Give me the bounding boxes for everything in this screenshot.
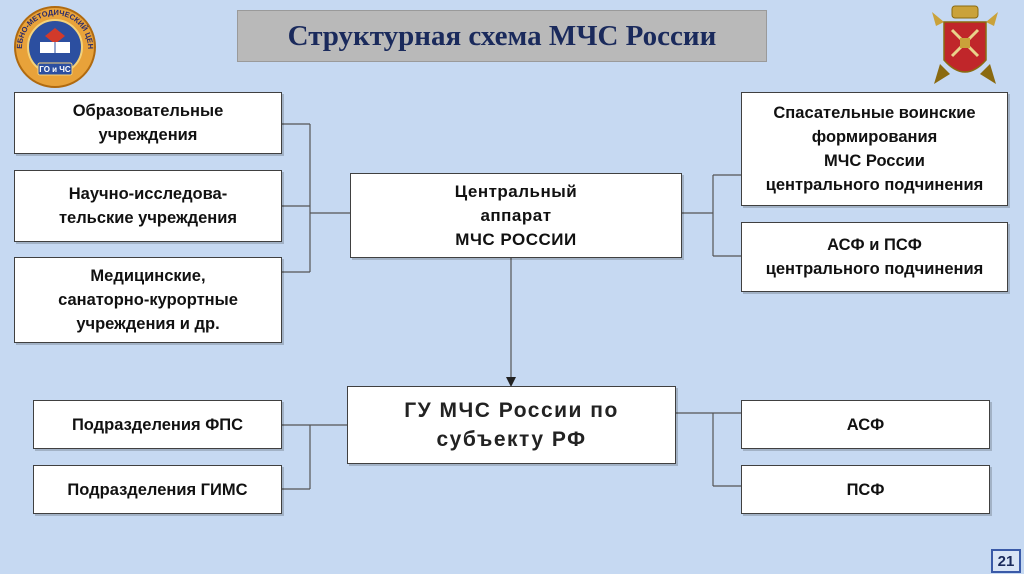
gu-mchs-subject-box: ГУ МЧС России по субъекту РФ [347, 386, 676, 464]
gims-units-box: Подразделения ГИМС [33, 465, 282, 514]
logo-badge-text: ГО и ЧС [39, 65, 71, 74]
training-center-logo: УЧЕБНО-МЕТОДИЧЕСКИЙ ЦЕНТР ГО и ЧС [10, 4, 96, 88]
asf-psf-central-box: АСФ и ПСФ центрального подчинения [741, 222, 1008, 292]
medical-institutions-box: Медицинские, санаторно-курортные учрежде… [14, 257, 282, 343]
educational-institutions-box: Образовательные учреждения [14, 92, 282, 154]
rescue-military-units-box: Спасательные воинские формирования МЧС Р… [741, 92, 1008, 206]
page-title: Структурная схема МЧС России [237, 10, 767, 62]
research-institutions-box: Научно-исследова- тельские учреждения [14, 170, 282, 242]
asf-box: АСФ [741, 400, 990, 449]
coat-of-arms-icon [932, 5, 998, 84]
psf-box: ПСФ [741, 465, 990, 514]
fps-units-box: Подразделения ФПС [33, 400, 282, 449]
central-apparatus-box: Центральный аппарат МЧС РОССИИ [350, 173, 682, 258]
page-number: 21 [991, 549, 1021, 573]
arrow-head [506, 377, 516, 387]
